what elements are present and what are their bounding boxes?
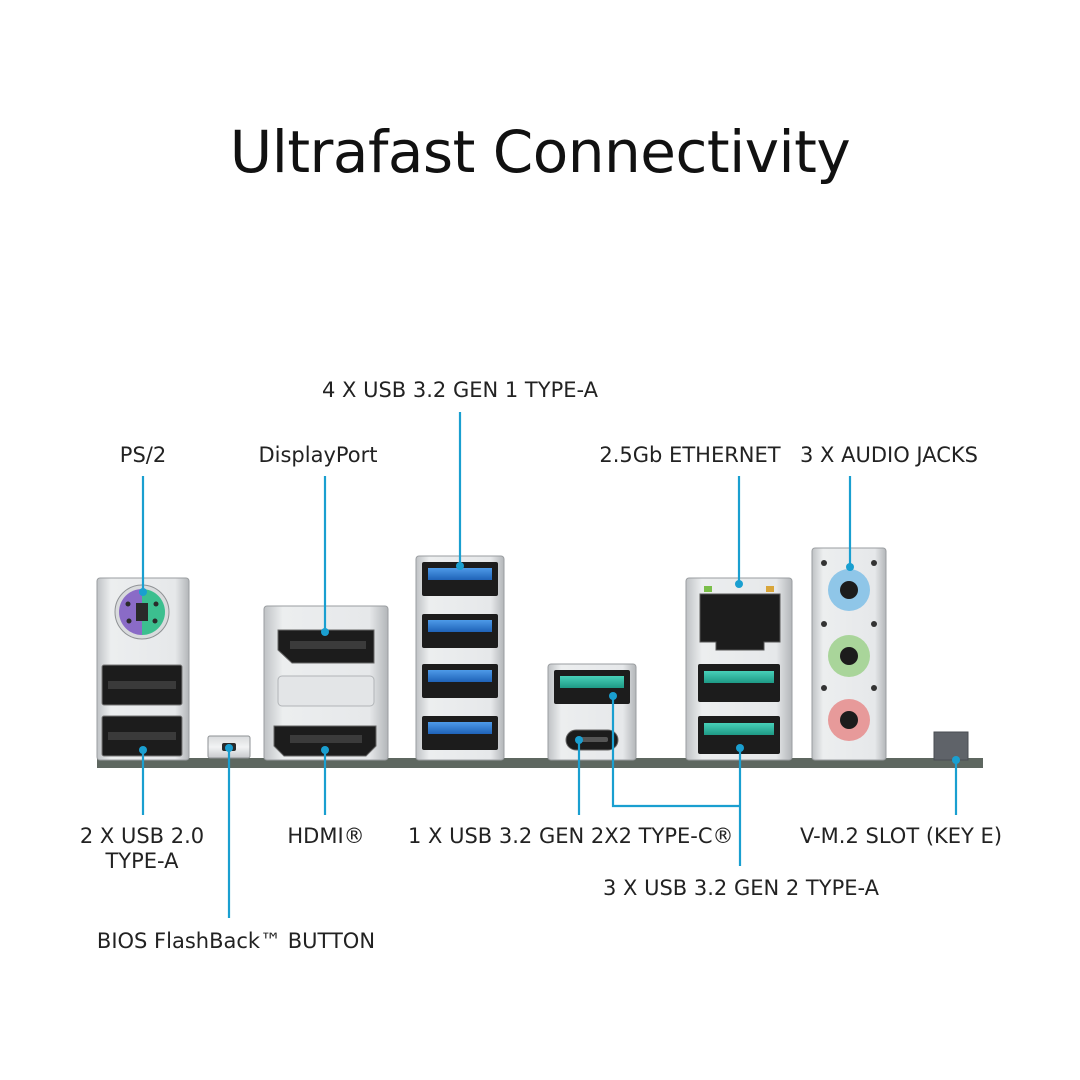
pcb-strip [97, 758, 983, 768]
ethernet-port [699, 593, 781, 651]
label-hdmi: HDMI® [287, 824, 365, 848]
label-ps2: PS/2 [119, 443, 167, 467]
label-bios-flashback: BIOS FlashBack™ BUTTON [96, 929, 376, 953]
ethernet-usb-stack [685, 577, 793, 761]
label-usb32-gen1: 4 X USB 3.2 GEN 1 TYPE-A [322, 378, 598, 402]
label-usb20-line2: TYPE-A [105, 849, 179, 873]
usb32-gen1-stack [415, 555, 505, 761]
usb-gen2-typec-stack [547, 663, 637, 761]
label-vm2-slot: V-M.2 SLOT (KEY E) [799, 824, 1003, 848]
callout-lines [141, 412, 958, 918]
page-title: Ultrafast Connectivity [229, 118, 851, 186]
label-audio-jacks: 3 X AUDIO JACKS [800, 443, 978, 467]
label-usb32-gen2: 3 X USB 3.2 GEN 2 TYPE-A [603, 876, 879, 900]
callout-dots [139, 562, 960, 764]
label-usb20-line1: 2 X USB 2.0 [79, 824, 205, 848]
dp-hdmi-block [263, 605, 389, 761]
ps2-usb20-stack [96, 577, 190, 761]
vm2-slot [933, 731, 969, 761]
label-displayport: DisplayPort [258, 443, 378, 467]
label-ethernet: 2.5Gb ETHERNET [599, 443, 781, 467]
audio-jack-stack [811, 547, 887, 761]
label-usb-typec: 1 X USB 3.2 GEN 2X2 TYPE-C® [408, 824, 734, 848]
